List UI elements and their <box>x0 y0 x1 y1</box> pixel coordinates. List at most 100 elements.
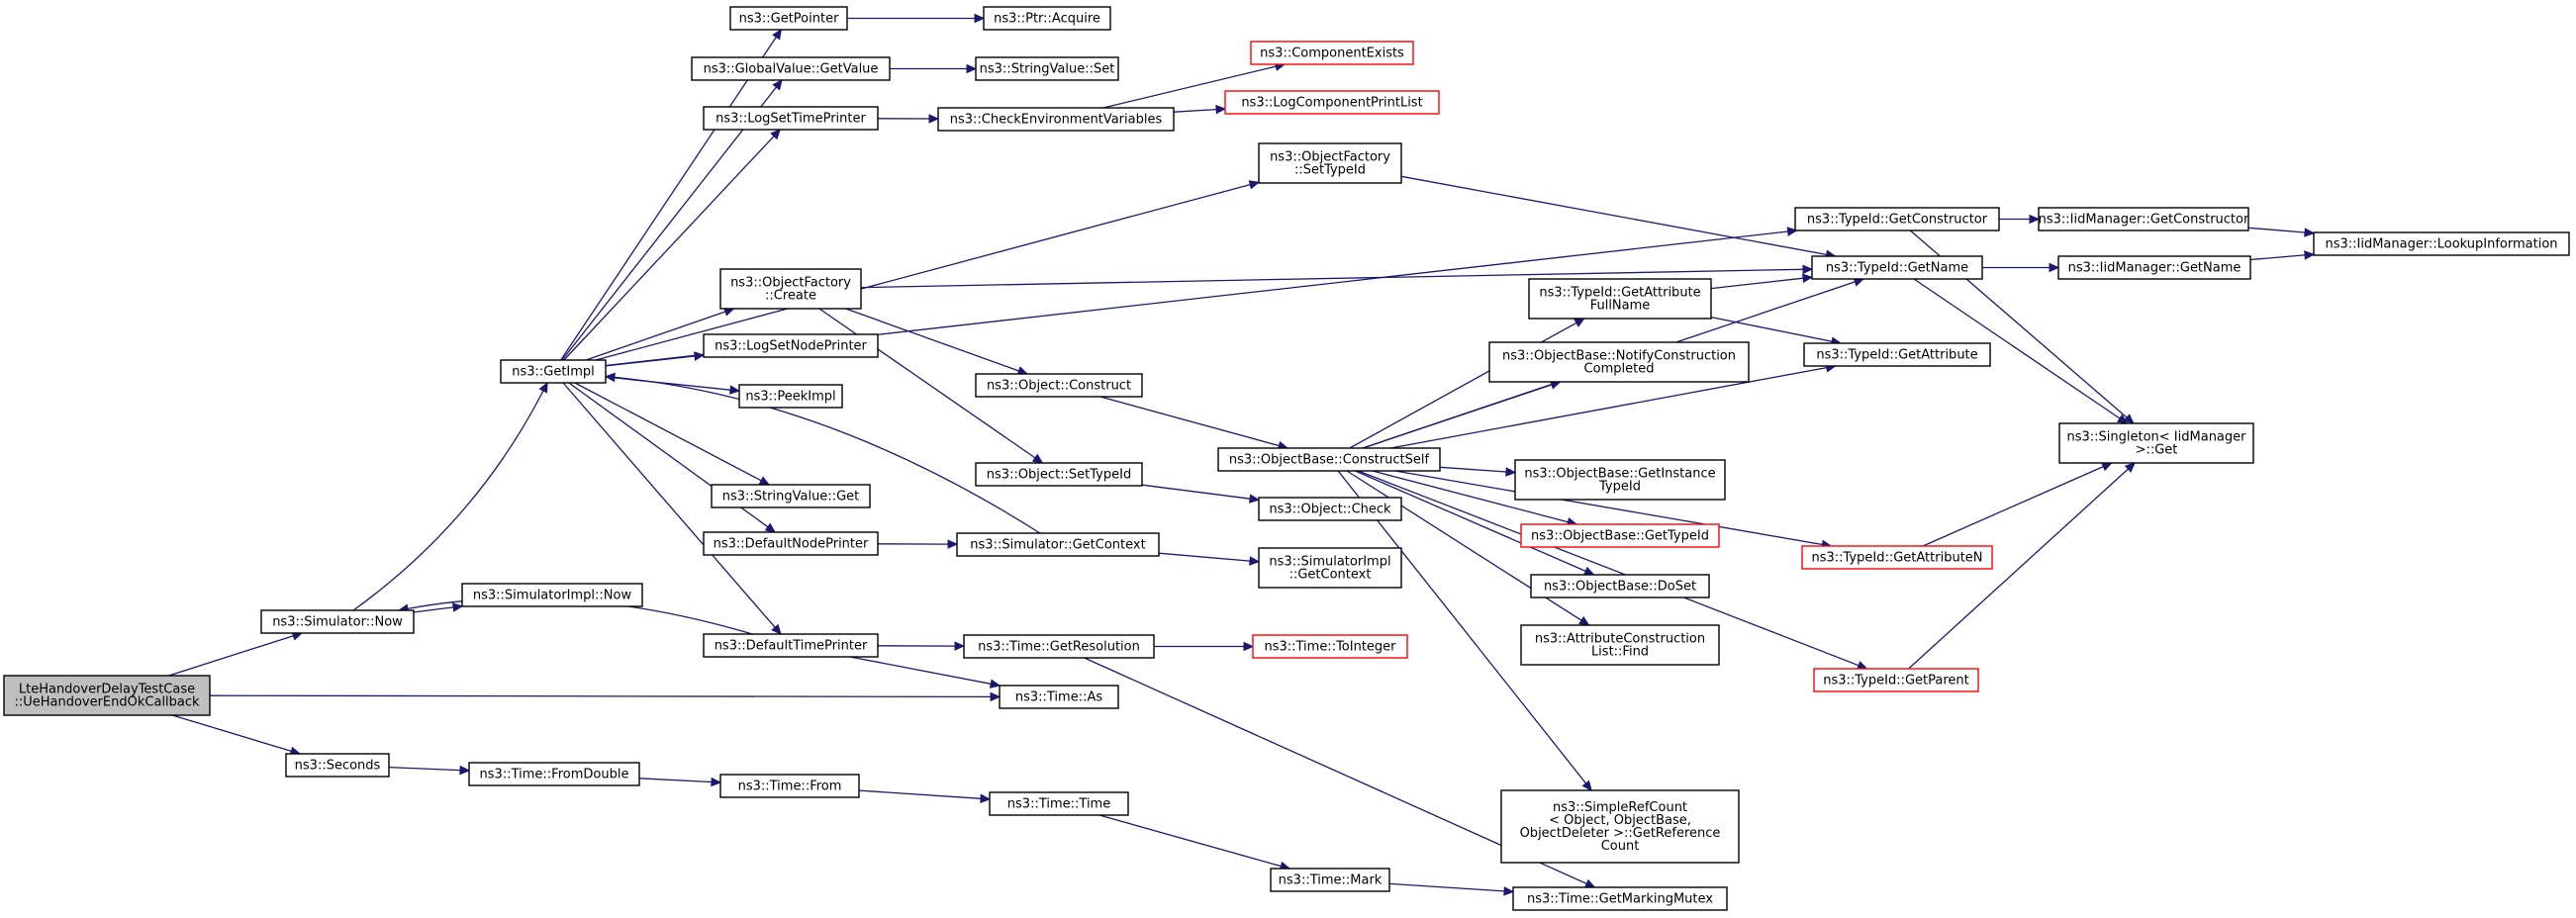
node-box-ofcreate[interactable] <box>719 268 862 310</box>
node-box-getinsttypeid[interactable] <box>1514 459 1726 501</box>
node-simimplgetctx[interactable]: ns3::SimulatorImpl::GetContext <box>1258 547 1402 589</box>
node-constructself[interactable]: ns3::ObjectBase::ConstructSelf <box>1217 447 1441 472</box>
node-logsetnodeprinter[interactable]: ns3::LogSetNodePrinter <box>703 333 879 358</box>
node-box-iidgetname[interactable] <box>2057 255 2251 280</box>
node-tidgetconstructor[interactable]: ns3::TypeId::GetConstructor <box>1794 207 2000 231</box>
node-box-constructself[interactable] <box>1217 447 1441 472</box>
node-simimplnow[interactable]: ns3::SimulatorImpl::Now <box>461 583 643 607</box>
node-box-timeas[interactable] <box>999 685 1119 709</box>
node-seconds[interactable]: ns3::Seconds <box>285 753 390 778</box>
node-box-iidgetconstructor[interactable] <box>2038 207 2249 231</box>
node-box-gvgetvalue[interactable] <box>691 56 891 81</box>
node-logsettimeprinter[interactable]: ns3::LogSetTimePrinter <box>703 106 879 131</box>
node-box-objcheck[interactable] <box>1258 497 1402 521</box>
node-box-strvalset[interactable] <box>975 56 1119 81</box>
node-tidgetparent[interactable]: ns3::TypeId::GetParent <box>1813 668 1979 692</box>
node-peekimpl[interactable]: ns3::PeekImpl <box>738 384 843 409</box>
node-simnow[interactable]: ns3::Simulator::Now <box>260 609 415 634</box>
node-fromdouble[interactable]: ns3::Time::FromDouble <box>468 762 640 786</box>
node-box-notifyconstr[interactable] <box>1488 341 1750 383</box>
node-box-timefrom[interactable] <box>719 774 860 798</box>
node-ofsettypeid[interactable]: ns3::ObjectFactory::SetTypeId <box>1258 142 1402 184</box>
node-box-tidgetconstructor[interactable] <box>1794 207 2000 231</box>
node-box-singletonget[interactable] <box>2058 422 2254 464</box>
node-box-tidgetparent[interactable] <box>1813 668 1979 692</box>
node-iidgetname[interactable]: ns3::IidManager::GetName <box>2057 255 2251 280</box>
node-box-getmarkingmutex[interactable] <box>1512 886 1728 911</box>
node-simplerefcount[interactable]: ns3::SimpleRefCount< Object, ObjectBase,… <box>1500 789 1740 864</box>
node-box-objconstruct[interactable] <box>975 373 1143 398</box>
node-timefrom[interactable]: ns3::Time::From <box>719 774 860 798</box>
node-defnodeprinter[interactable]: ns3::DefaultNodePrinter <box>703 531 879 556</box>
node-objconstruct[interactable]: ns3::Object::Construct <box>975 373 1143 398</box>
node-deftimeprinter[interactable]: ns3::DefaultTimePrinter <box>703 633 879 658</box>
node-objsettypeid[interactable]: ns3::Object::SetTypeId <box>975 462 1143 487</box>
node-strvalget[interactable]: ns3::StringValue::Get <box>711 484 871 508</box>
node-box-timegetres[interactable] <box>963 634 1155 659</box>
node-getpointer[interactable]: ns3::GetPointer <box>729 6 848 31</box>
node-objcheck[interactable]: ns3::Object::Check <box>1258 497 1402 521</box>
node-logcompprint[interactable]: ns3::LogComponentPrintList <box>1224 90 1440 115</box>
node-box-defnodeprinter[interactable] <box>703 531 879 556</box>
node-notifyconstr[interactable]: ns3::ObjectBase::NotifyConstructionCompl… <box>1488 341 1750 383</box>
node-box-ofsettypeid[interactable] <box>1258 142 1402 184</box>
node-tidgetattrn[interactable]: ns3::TypeId::GetAttributeN <box>1801 545 1993 570</box>
node-checkenv[interactable]: ns3::CheckEnvironmentVariables <box>937 107 1175 132</box>
node-box-root[interactable] <box>3 675 211 716</box>
node-box-iidlookup[interactable] <box>2313 231 2570 256</box>
node-box-getimpl[interactable] <box>500 359 607 384</box>
node-tidgetattr[interactable]: ns3::TypeId::GetAttribute <box>1803 342 1991 367</box>
node-timetime[interactable]: ns3::Time::Time <box>989 791 1129 816</box>
node-box-simimplnow[interactable] <box>461 583 643 607</box>
node-box-logsettimeprinter[interactable] <box>703 106 879 131</box>
node-box-timemark[interactable] <box>1270 868 1390 892</box>
node-box-simimplgetctx[interactable] <box>1258 547 1402 589</box>
node-root[interactable]: LteHandoverDelayTestCase::UeHandoverEndO… <box>3 675 211 716</box>
node-box-tidgetname[interactable] <box>1811 255 1983 280</box>
node-box-obgettypeid[interactable] <box>1520 523 1720 548</box>
node-timemark[interactable]: ns3::Time::Mark <box>1270 868 1390 892</box>
node-strvalset[interactable]: ns3::StringValue::Set <box>975 56 1119 81</box>
node-box-timetime[interactable] <box>989 791 1129 816</box>
node-box-simnow[interactable] <box>260 609 415 634</box>
node-iidgetconstructor[interactable]: ns3::IidManager::GetConstructor <box>2038 207 2249 231</box>
node-singletonget[interactable]: ns3::Singleton< IidManager >::Get <box>2058 422 2254 464</box>
node-box-timetoint[interactable] <box>1252 634 1408 659</box>
node-box-tidgetattrn[interactable] <box>1801 545 1993 570</box>
node-box-fromdouble[interactable] <box>468 762 640 786</box>
node-timegetres[interactable]: ns3::Time::GetResolution <box>963 634 1155 659</box>
node-ptracquire[interactable]: ns3::Ptr::Acquire <box>983 6 1111 31</box>
node-box-strvalget[interactable] <box>711 484 871 508</box>
node-obgettypeid[interactable]: ns3::ObjectBase::GetTypeId <box>1520 523 1720 548</box>
node-box-objsettypeid[interactable] <box>975 462 1143 487</box>
node-componentexists[interactable]: ns3::ComponentExists <box>1250 41 1414 65</box>
node-timeas[interactable]: ns3::Time::As <box>999 685 1119 709</box>
node-box-simgetcontext[interactable] <box>956 532 1160 557</box>
node-getimpl[interactable]: ns3::GetImpl <box>500 359 607 384</box>
node-box-doset[interactable] <box>1530 574 1710 598</box>
node-ofcreate[interactable]: ns3::ObjectFactory::Create <box>719 268 862 310</box>
node-box-logcompprint[interactable] <box>1224 90 1440 115</box>
node-tidgetname[interactable]: ns3::TypeId::GetName <box>1811 255 1983 280</box>
node-simgetcontext[interactable]: ns3::Simulator::GetContext <box>956 532 1160 557</box>
node-box-seconds[interactable] <box>285 753 390 778</box>
node-box-attrconstrfind[interactable] <box>1520 624 1720 666</box>
node-box-checkenv[interactable] <box>937 107 1175 132</box>
node-box-peekimpl[interactable] <box>738 384 843 409</box>
node-box-simplerefcount[interactable] <box>1500 789 1740 864</box>
node-box-logsetnodeprinter[interactable] <box>703 333 879 358</box>
node-doset[interactable]: ns3::ObjectBase::DoSet <box>1530 574 1710 598</box>
node-box-deftimeprinter[interactable] <box>703 633 879 658</box>
node-timetoint[interactable]: ns3::Time::ToInteger <box>1252 634 1408 659</box>
node-iidlookup[interactable]: ns3::IidManager::LookupInformation <box>2313 231 2570 256</box>
node-box-tidgetattr[interactable] <box>1803 342 1991 367</box>
node-box-ptracquire[interactable] <box>983 6 1111 31</box>
node-getmarkingmutex[interactable]: ns3::Time::GetMarkingMutex <box>1512 886 1728 911</box>
node-box-tidgetattrfull[interactable] <box>1528 278 1712 320</box>
node-box-componentexists[interactable] <box>1250 41 1414 65</box>
node-box-getpointer[interactable] <box>729 6 848 31</box>
node-gvgetvalue[interactable]: ns3::GlobalValue::GetValue <box>691 56 891 81</box>
